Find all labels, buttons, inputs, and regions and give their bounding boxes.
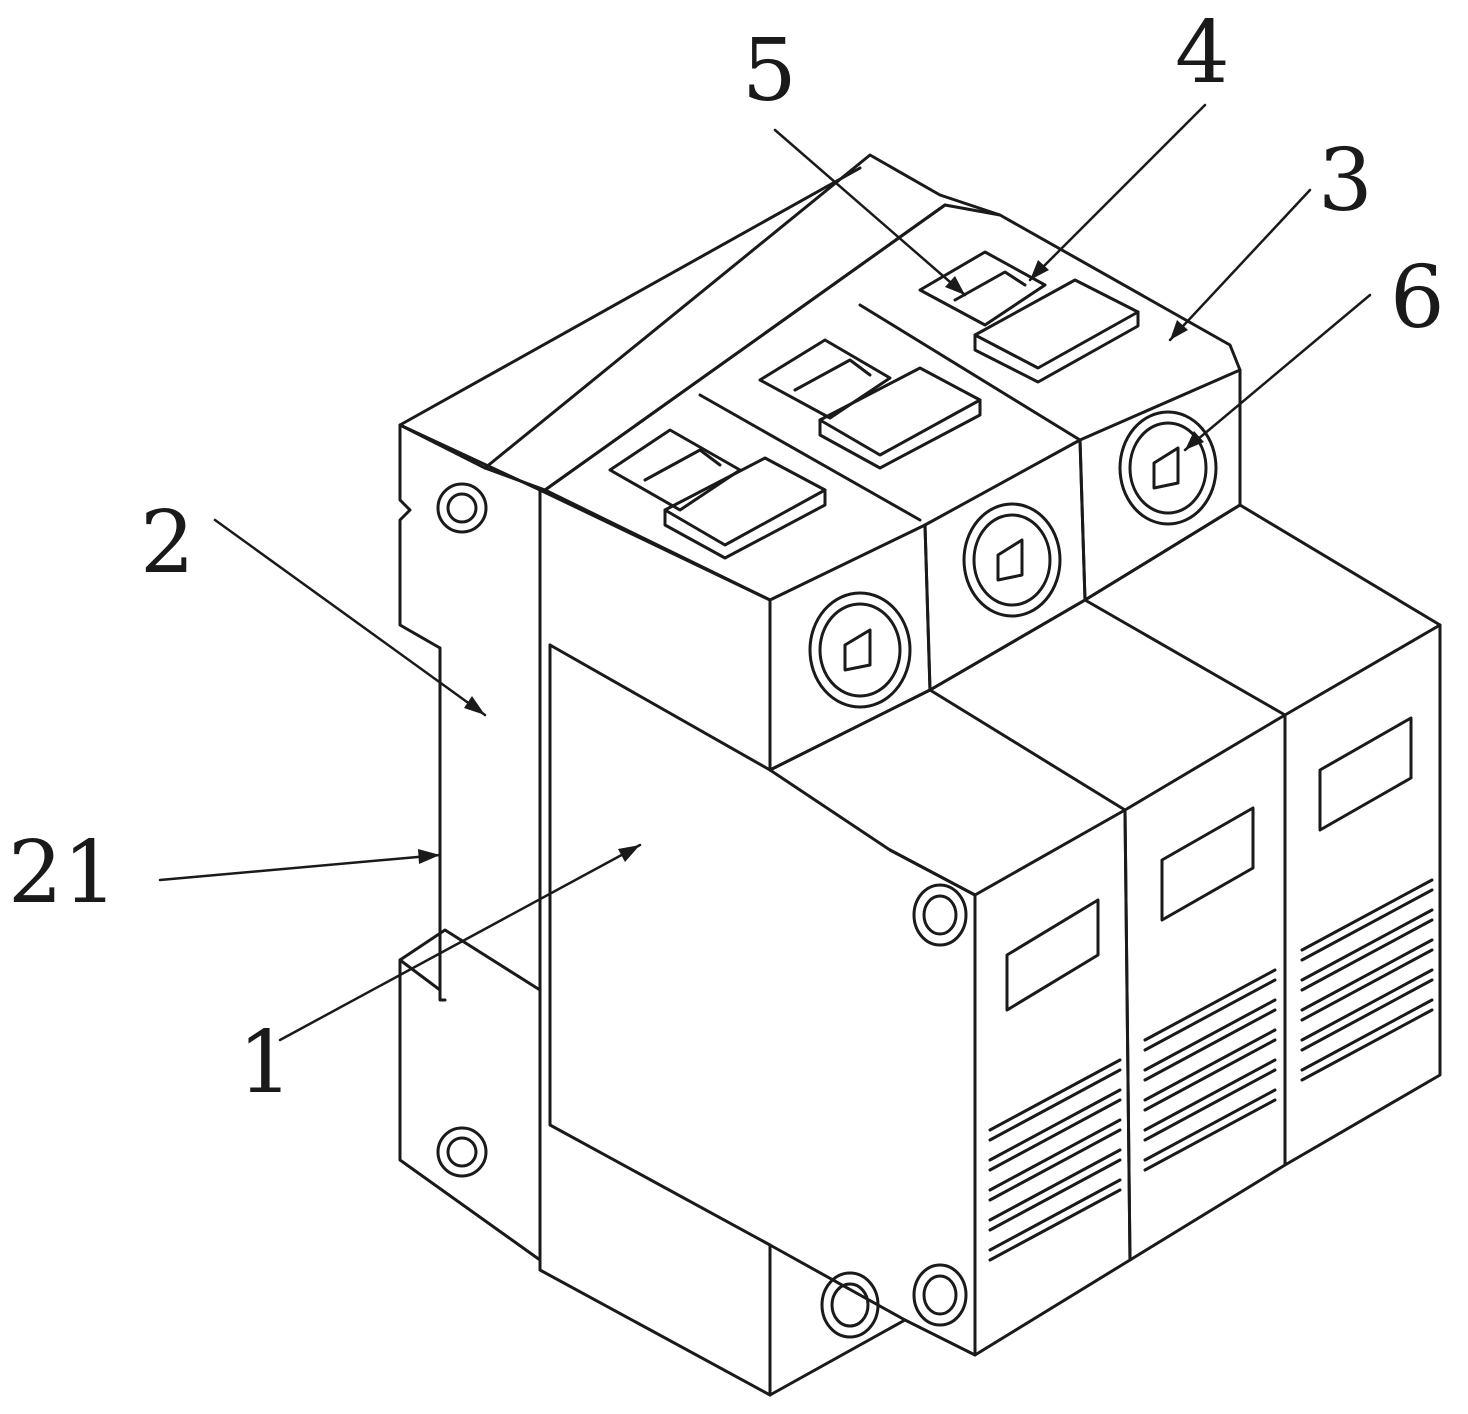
callout-label-1: 1: [238, 1013, 293, 1113]
indicator-window-2: [1160, 806, 1255, 922]
lower-step-1: [768, 688, 1127, 897]
vent-slots-3: [1300, 878, 1434, 1082]
callout-label-21: 21: [8, 823, 118, 923]
lower-step-2: [928, 598, 1287, 812]
lower-base-step: [398, 928, 542, 992]
mount-hole-bottom-left-inner: [446, 1136, 478, 1168]
leader-lines: [158, 103, 1372, 1042]
top-cover-divider-1: [698, 393, 922, 522]
indicator-window-3: [1318, 716, 1413, 832]
front-label-panel-top: [548, 643, 772, 772]
callout-label-5: 5: [742, 21, 797, 121]
lower-face-1: [973, 808, 1132, 1357]
leader-21: [158, 853, 442, 882]
lower-foot: [768, 1243, 907, 1397]
leader-4: [1028, 103, 1207, 282]
leader-6: [1183, 293, 1372, 452]
switch-module-1: [608, 428, 827, 560]
vent-slots-2: [1143, 968, 1277, 1172]
front-module-face: [538, 488, 977, 1397]
terminal-screw-2: [962, 502, 1062, 618]
lower-face-3: [1283, 623, 1442, 1167]
terminal-screw-1: [808, 591, 912, 709]
mount-hole-top-left: [436, 482, 488, 534]
rear-top-panel: [483, 153, 1002, 470]
indicator-window-1: [1005, 898, 1100, 1012]
callout-label-6: 6: [1390, 248, 1445, 348]
rear-top-panel-edge: [398, 166, 862, 427]
mount-hole-foot: [820, 1271, 880, 1339]
mount-hole-front-top: [912, 883, 968, 947]
top-cover-divider-2: [858, 303, 1082, 442]
callout-label-2: 2: [140, 493, 195, 593]
arrow-heads: [418, 260, 1204, 864]
callout-label-3: 3: [1318, 131, 1373, 231]
switch-module-3: [918, 250, 1140, 384]
terminal-screw-3: [1118, 410, 1218, 526]
lower-step-3: [1083, 503, 1442, 717]
leader-1: [278, 843, 642, 1042]
base-housing: [398, 423, 542, 1262]
front-label-panel: [548, 643, 772, 1247]
mount-hole-front-bottom: [912, 1263, 968, 1327]
mount-hole-top-left-inner: [446, 492, 478, 524]
callout-label-4: 4: [1175, 3, 1230, 103]
mount-hole-bottom-left: [436, 1126, 488, 1178]
top-cover: [543, 203, 1242, 602]
vent-slots-1: [988, 1058, 1122, 1262]
switch-module-2: [758, 338, 982, 470]
leader-5: [773, 128, 967, 297]
din-rail-clip: [438, 646, 447, 1002]
leader-3: [1168, 188, 1312, 342]
leader-2: [213, 518, 487, 717]
